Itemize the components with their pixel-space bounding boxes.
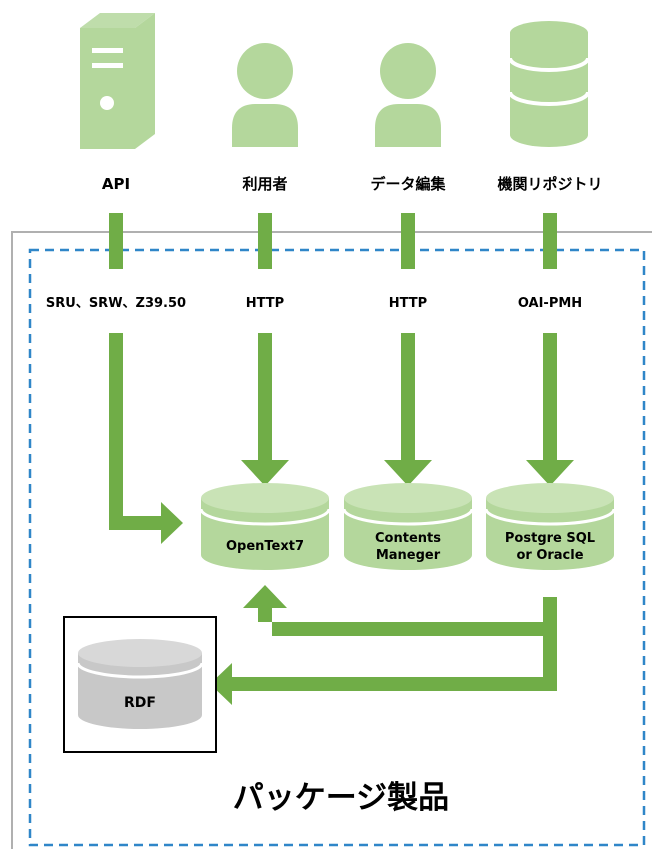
rdf-label: RDF [124,695,156,711]
opentext-cylinder [199,483,331,570]
protocol-label-repository: OAI-PMH [518,296,582,311]
person-icon [232,43,298,147]
protocol-label-user: HTTP [246,296,284,311]
source-label-api: API [102,175,130,193]
arrow-user-to-opentext [241,333,289,486]
contents-manager-cylinder [342,483,474,570]
connector-user [258,213,272,269]
component-label-database-line1: Postgre SQL [505,531,595,546]
connector-api [109,213,123,269]
connector-data-edit [401,213,415,269]
component-label-opentext: OpenText7 [226,539,304,554]
database-icon [508,21,590,147]
arrow-database-to-opentext [243,585,557,636]
source-label-repository: 機関リポジトリ [497,175,602,193]
source-label-user: 利用者 [242,175,287,193]
component-label-contents-line1: Contents [375,531,441,546]
database-cylinder [484,483,616,570]
arrow-repository-to-database [526,333,574,486]
person-icon [375,43,441,147]
protocol-label-data-edit: HTTP [389,296,427,311]
package-boundary [28,248,646,847]
source-label-data-edit: データ編集 [370,175,446,193]
arrow-database-to-rdf [210,636,557,705]
arrow-api-to-opentext [109,333,183,544]
protocol-label-api: SRU、SRW、Z39.50 [46,296,186,311]
rdf-cylinder [76,639,204,729]
server-icon [80,13,155,149]
connector-repository [543,213,557,269]
component-label-database-line2: or Oracle [516,548,583,563]
component-label-contents-line2: Maneger [376,548,441,563]
package-title: パッケージ製品 [233,780,449,816]
outer-frame [11,231,652,849]
arrow-data-edit-to-contents [384,333,432,486]
